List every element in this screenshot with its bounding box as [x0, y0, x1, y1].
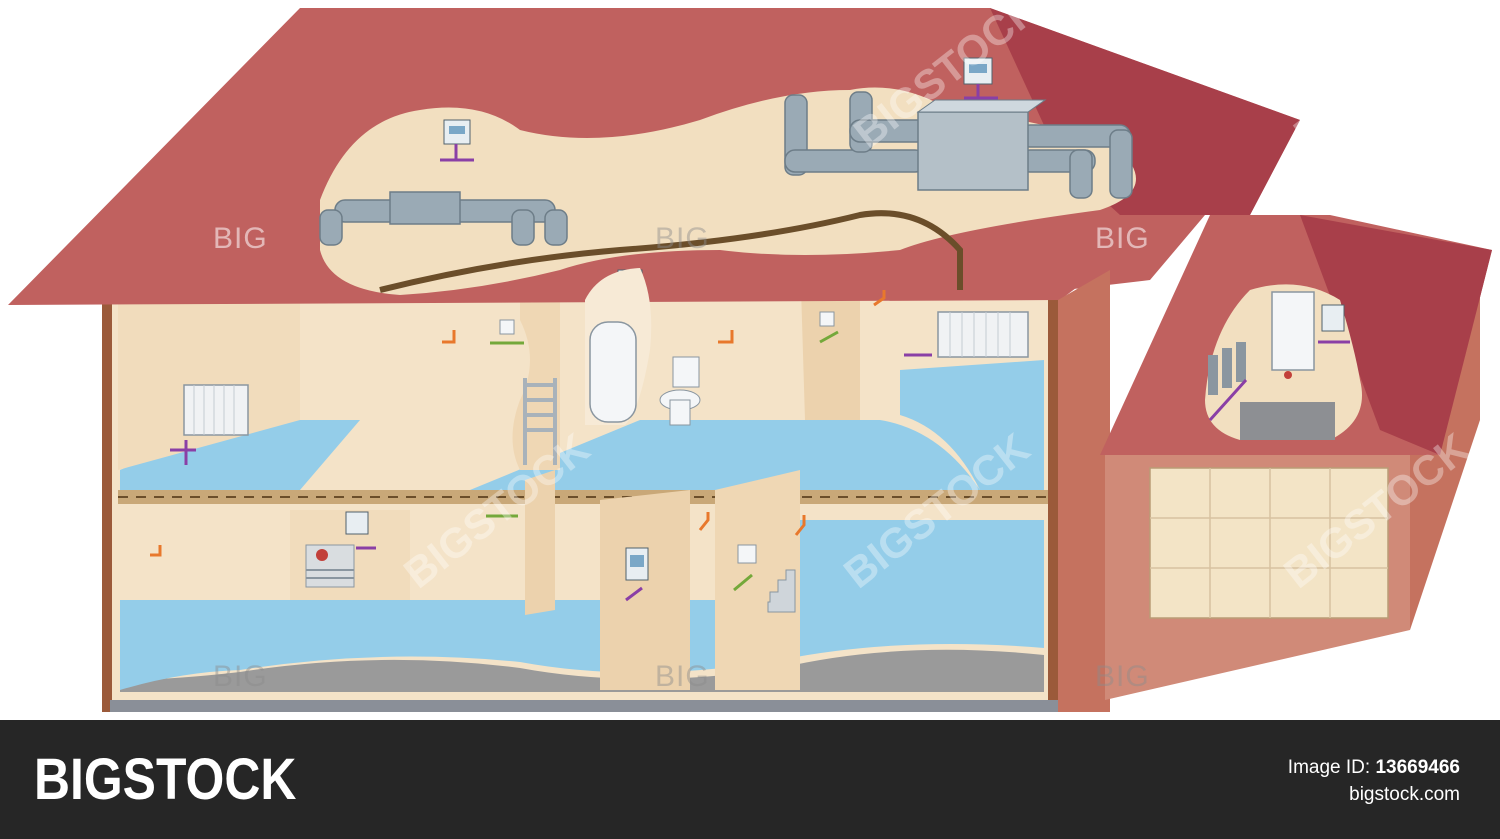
- thermostat-icon: [1318, 304, 1350, 344]
- vent-outlet-icon: [819, 311, 839, 344]
- interior-wall-6: [525, 470, 555, 615]
- upper-floor-mid: [470, 420, 980, 490]
- image-id-line: Image ID: 13669466: [1288, 754, 1460, 781]
- watermark-big: BIG: [213, 660, 268, 693]
- upper-floor-left: [120, 420, 360, 490]
- watermark-big: BIG: [213, 222, 268, 255]
- brand-logo[interactable]: BIGSTOCK: [34, 747, 297, 812]
- ground-slab: [120, 649, 1044, 692]
- towel-rail-icon: [523, 378, 557, 465]
- watermark-big: BIG: [1095, 222, 1150, 255]
- house-cutaway-illustration: [8, 8, 1492, 712]
- duct-icon: [319, 91, 1133, 246]
- interior-wall-4: [600, 490, 690, 690]
- stairs-icon: [767, 569, 796, 613]
- illustration-canvas: [8, 8, 1492, 712]
- watermark-big: BIG: [655, 660, 710, 693]
- interior-wall-5: [715, 470, 800, 690]
- house-left-wall: [102, 300, 112, 712]
- image-meta: Image ID: 13669466 bigstock.com: [1288, 754, 1460, 808]
- attic-floor-edge: [379, 210, 963, 293]
- pump-manifold-icon: [305, 544, 355, 588]
- house-right-wall: [1048, 300, 1058, 712]
- ground-floor: [120, 520, 1044, 690]
- radiator-icon: [904, 311, 1029, 358]
- garage-side-wall: [1058, 270, 1110, 712]
- boiler-icon: [1271, 291, 1315, 379]
- garage-door-icon: [1149, 467, 1389, 619]
- thermostat-icon: [963, 57, 998, 100]
- garage-attic-floor: [1240, 402, 1335, 440]
- vent-outlet-icon: [490, 319, 524, 345]
- upper-floor-right: [900, 360, 1044, 490]
- mid-floor-slab: [118, 490, 1048, 504]
- footer-bar: BIGSTOCK Image ID: 13669466 bigstock.com: [0, 720, 1500, 839]
- toilet-icon: [659, 356, 701, 426]
- thermostat-icon: [345, 511, 376, 550]
- house-base: [110, 700, 1060, 712]
- vent-outlet-icon: [733, 544, 757, 592]
- manifold-icon: [1208, 342, 1248, 422]
- garage-roof-dark: [1300, 215, 1492, 455]
- ventilation-unit-icon: [916, 99, 1047, 191]
- watermark-big: BIG: [655, 222, 710, 255]
- image-id-value: 13669466: [1375, 757, 1460, 778]
- water-heater-icon: [589, 321, 637, 423]
- site-link[interactable]: bigstock.com: [1349, 784, 1460, 805]
- radiator-icon: [170, 384, 249, 465]
- watermark-big: BIG: [1095, 660, 1150, 693]
- temperature-sensor-icon: [150, 290, 886, 557]
- image-id-label: Image ID:: [1287, 757, 1371, 778]
- control-panel-icon: [625, 547, 649, 602]
- thermostat-icon: [440, 119, 474, 162]
